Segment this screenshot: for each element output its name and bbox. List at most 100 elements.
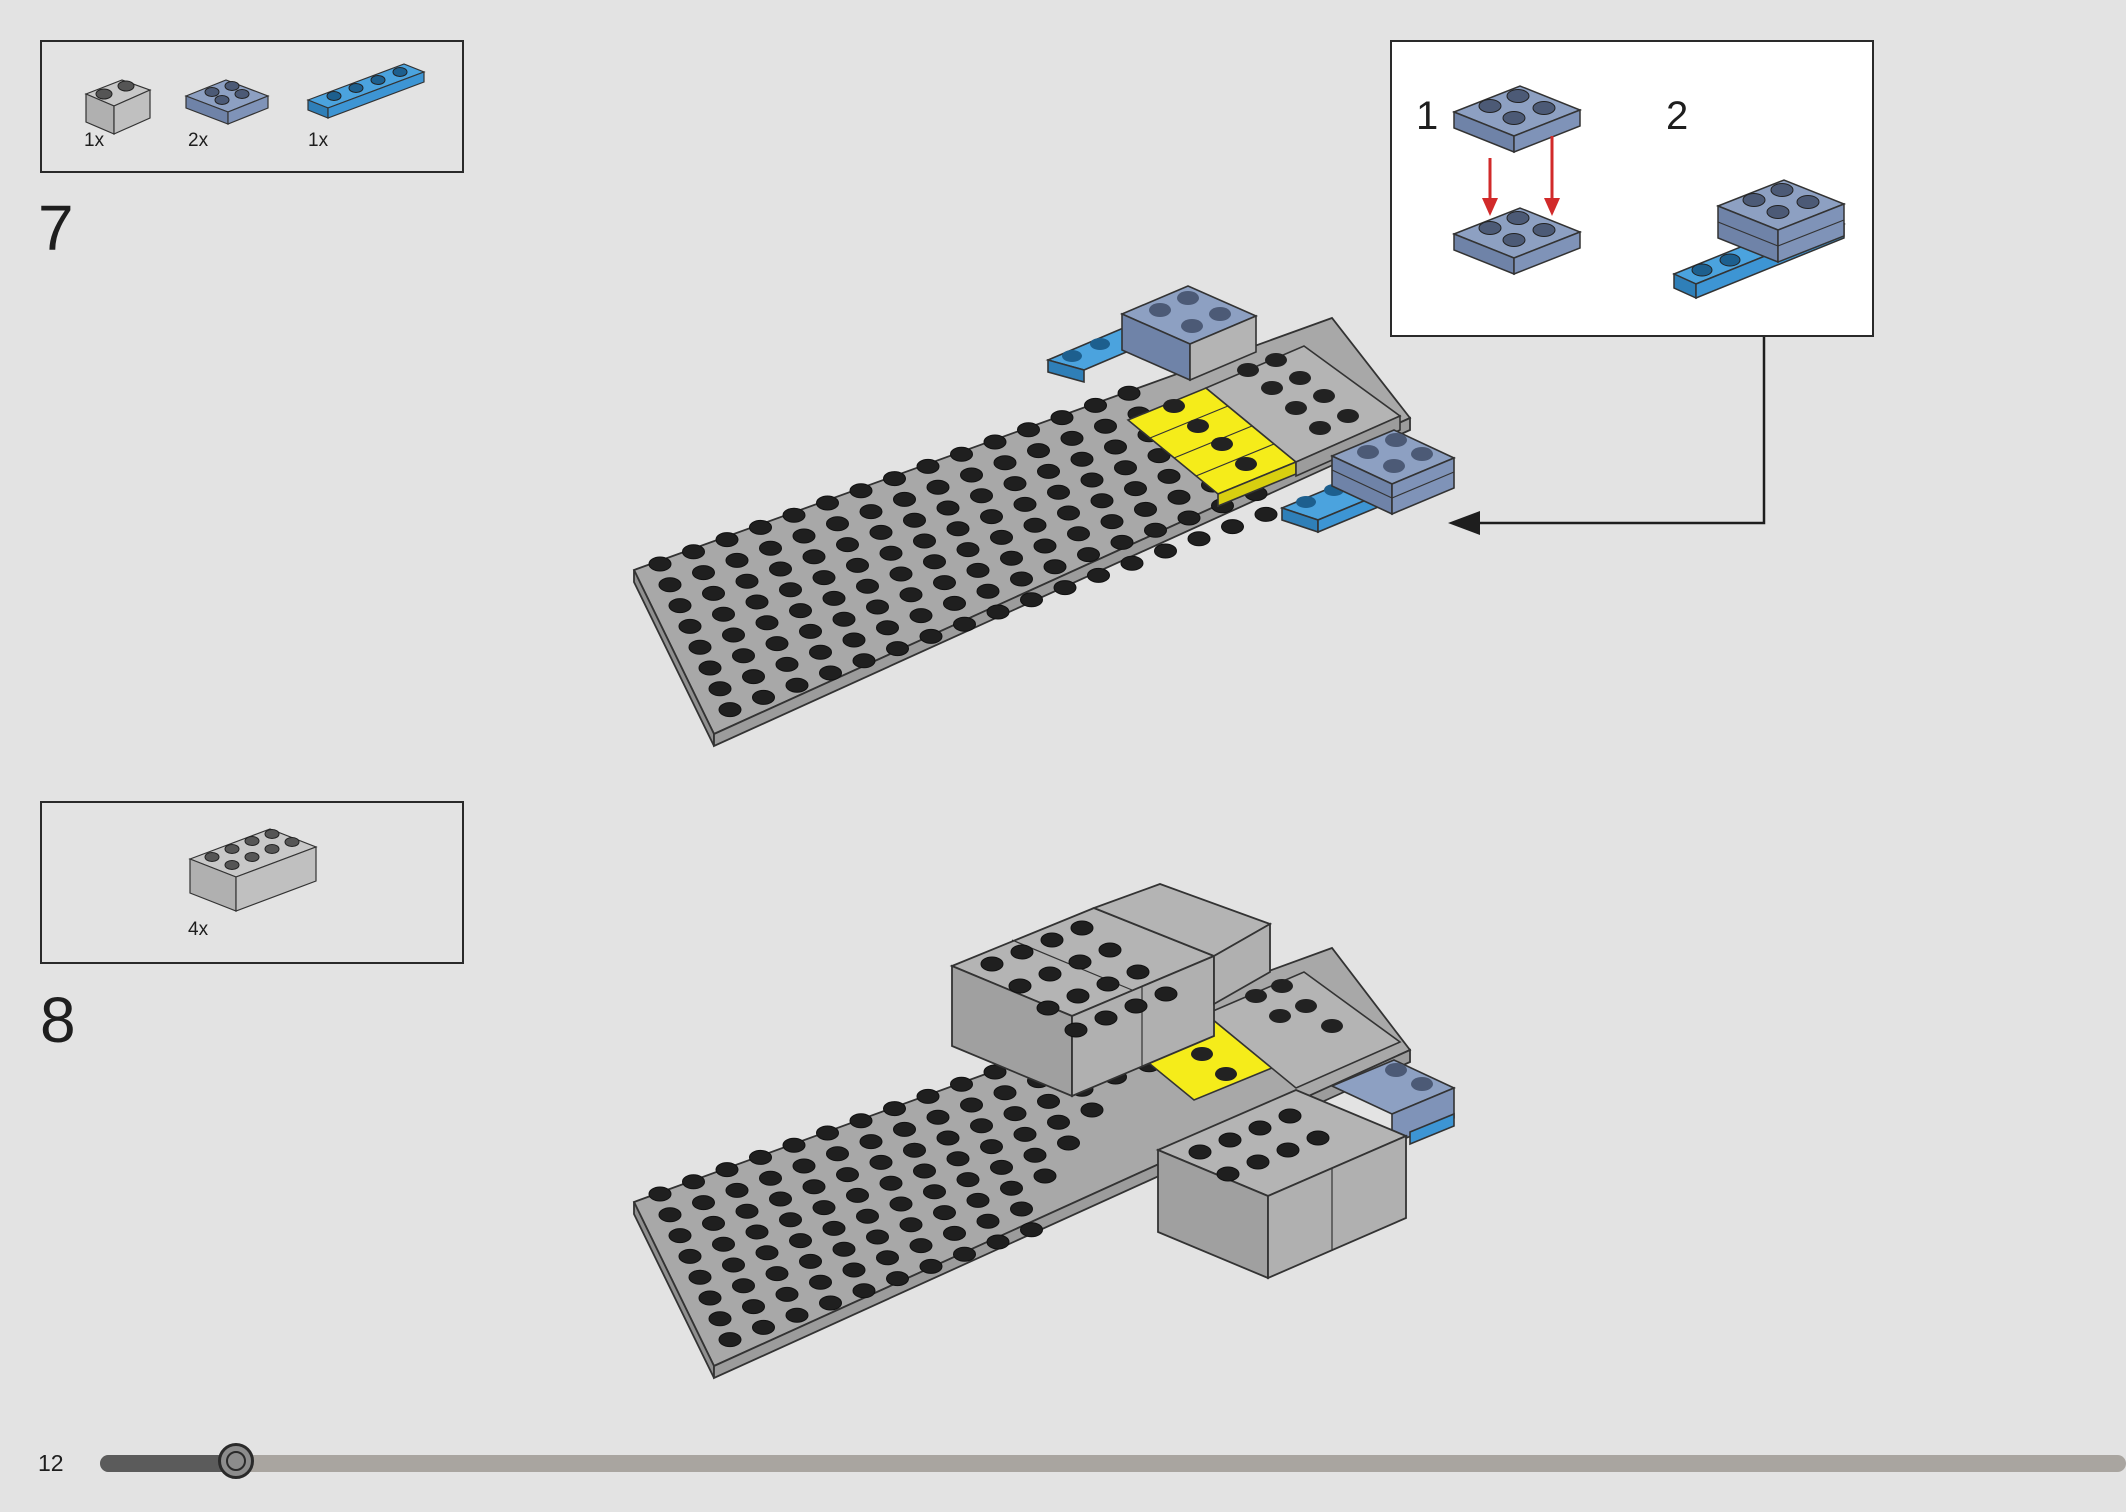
- stud: [846, 1187, 869, 1203]
- stud: [1278, 1108, 1302, 1124]
- stud: [702, 1215, 725, 1231]
- stud: [960, 1097, 983, 1113]
- stud: [866, 599, 889, 615]
- stud: [1080, 472, 1104, 488]
- stud: [923, 1184, 946, 1200]
- stud: [732, 1278, 755, 1294]
- stud: [832, 611, 856, 627]
- stud: [658, 1207, 682, 1223]
- stud: [986, 604, 1010, 620]
- stud: [1144, 522, 1167, 538]
- stud: [1276, 1142, 1300, 1158]
- stud: [1110, 534, 1134, 550]
- stud: [899, 587, 923, 603]
- stud: [1188, 1144, 1212, 1160]
- page-number: 12: [38, 1450, 64, 1476]
- stud: [782, 1137, 806, 1153]
- stud: [916, 1088, 940, 1104]
- stud: [789, 603, 812, 619]
- stud: [990, 529, 1013, 545]
- stud: [682, 544, 705, 560]
- stud: [799, 623, 822, 639]
- stud: [682, 1174, 705, 1190]
- step-number: 8: [40, 984, 76, 1056]
- stud: [1027, 443, 1050, 459]
- stud: [886, 1271, 909, 1287]
- stud: [970, 1118, 993, 1134]
- stud: [759, 540, 782, 556]
- stud: [842, 632, 866, 648]
- stud: [812, 570, 836, 586]
- stud: [779, 582, 802, 598]
- stud: [852, 1283, 876, 1299]
- stud: [1008, 978, 1032, 994]
- stud: [1037, 1093, 1060, 1109]
- stud: [1050, 410, 1074, 426]
- stud: [658, 577, 682, 593]
- stud: [936, 1130, 960, 1146]
- stud: [919, 628, 943, 644]
- stud: [725, 552, 749, 568]
- blue-plate-1x4-part: [306, 63, 426, 119]
- stud: [822, 590, 846, 606]
- sub-step-1-illustration: [1451, 85, 1583, 276]
- stud: [1070, 451, 1094, 467]
- stud: [1036, 1000, 1060, 1016]
- stud: [785, 1307, 809, 1323]
- stud: [1094, 418, 1117, 434]
- stud: [648, 1186, 672, 1202]
- stud: [1010, 571, 1033, 587]
- stud: [1147, 448, 1171, 464]
- stud: [1157, 468, 1181, 484]
- stud: [980, 1139, 1003, 1155]
- stud: [1033, 538, 1057, 554]
- stud: [1094, 1010, 1118, 1026]
- stud: [826, 1146, 849, 1162]
- stud: [980, 509, 1003, 525]
- gray-plates: [1204, 345, 1402, 478]
- brick-studs: [980, 920, 1330, 1182]
- stud: [688, 639, 712, 655]
- stud: [779, 1212, 802, 1228]
- parts-list-step-7: 1x 2x 1x: [40, 40, 464, 173]
- stud: [859, 504, 883, 520]
- stud: [1067, 526, 1090, 542]
- stud: [1167, 489, 1191, 505]
- stud: [745, 1224, 769, 1240]
- stud: [1080, 1102, 1104, 1118]
- stud: [1020, 592, 1043, 608]
- stud: [1254, 506, 1278, 522]
- stud: [715, 532, 739, 548]
- stud: [1154, 986, 1178, 1002]
- stud: [749, 1149, 772, 1165]
- stud: [782, 507, 806, 523]
- step-number: 7: [38, 192, 74, 264]
- stud: [849, 483, 873, 499]
- stud: [923, 554, 946, 570]
- stud: [842, 1262, 866, 1278]
- stud: [919, 1258, 943, 1274]
- callout-pointer-arrow: [1448, 337, 1766, 535]
- stud: [926, 1109, 950, 1125]
- stud: [1037, 463, 1060, 479]
- sub-step-2-illustration: [1672, 179, 1847, 300]
- stud: [1096, 976, 1120, 992]
- stud: [946, 521, 970, 537]
- stud: [1154, 543, 1177, 559]
- stud: [1117, 385, 1141, 401]
- page-progress-bar[interactable]: [100, 1443, 2126, 1479]
- stud: [775, 656, 799, 672]
- part-qty: 1x: [84, 130, 105, 151]
- stud: [692, 1195, 715, 1211]
- stud: [1000, 1180, 1023, 1196]
- sand-blue-plates-front: [1279, 429, 1456, 534]
- stud: [1177, 510, 1201, 526]
- stud: [698, 1290, 722, 1306]
- stud: [852, 653, 876, 669]
- stud: [879, 1175, 903, 1191]
- progress-handle[interactable]: [218, 1443, 254, 1479]
- stud: [1010, 944, 1034, 960]
- stud: [859, 1134, 883, 1150]
- part-qty: 2x: [188, 130, 209, 151]
- stud: [869, 524, 893, 540]
